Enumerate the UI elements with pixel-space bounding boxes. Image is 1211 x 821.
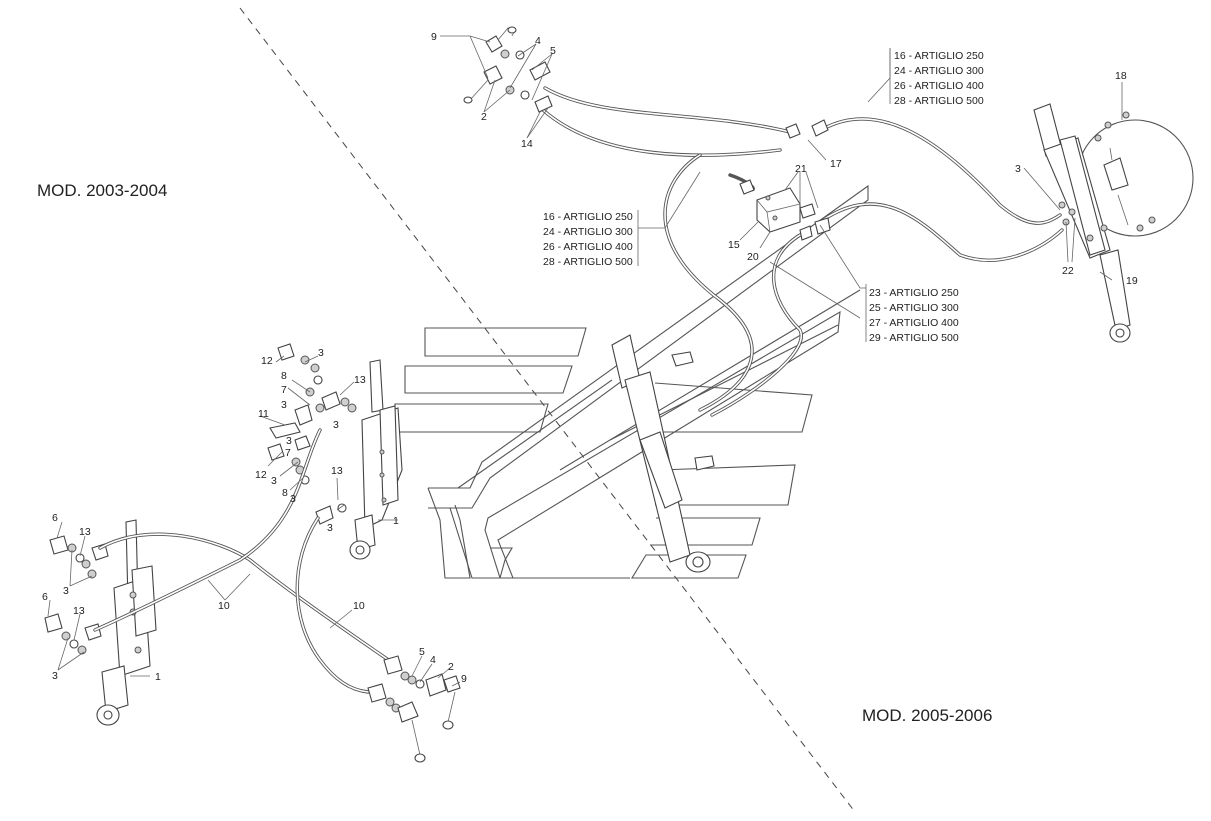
callout-17: 17 — [830, 158, 842, 170]
callout-3h: 3 — [63, 585, 69, 597]
callout-13c: 13 — [79, 526, 91, 538]
callout-3e: 3 — [290, 493, 296, 505]
legend-line: 26 - ARTIGLIO 400 — [894, 80, 984, 92]
callout-11: 11 — [258, 408, 269, 420]
top-hoses — [541, 86, 1064, 417]
callout-6a: 6 — [52, 512, 58, 524]
callout-20: 20 — [747, 251, 759, 263]
callout-12a: 12 — [261, 355, 273, 367]
callout-3d: 3 — [271, 475, 277, 487]
callout-1-middle: 1 — [393, 515, 399, 527]
callout-3-right: 3 — [1015, 163, 1021, 175]
distribution-block — [739, 119, 831, 241]
callout-3f: 3 — [333, 419, 339, 431]
callout-9-bottom: 9 — [461, 673, 467, 685]
callout-13a: 13 — [354, 374, 366, 386]
callout-1-left: 1 — [155, 671, 161, 683]
callout-3c: 3 — [286, 435, 292, 447]
callout-8a: 8 — [281, 370, 287, 382]
middle-fittings — [267, 343, 357, 525]
model-divider-line — [239, 7, 856, 813]
callout-4-bottom: 4 — [430, 654, 436, 666]
callout-13d: 13 — [73, 605, 85, 617]
bottom-fittings — [367, 655, 461, 763]
callout-21: 21 — [795, 163, 807, 175]
left-fittings — [44, 535, 109, 655]
callout-2: 2 — [481, 111, 487, 123]
legend-top-right: 16 - ARTIGLIO 250 24 - ARTIGLIO 300 26 -… — [889, 48, 984, 107]
legend-middle-right: 23 - ARTIGLIO 250 25 - ARTIGLIO 300 27 -… — [865, 284, 959, 344]
legend-line: 26 - ARTIGLIO 400 — [543, 241, 633, 253]
callout-19: 19 — [1126, 275, 1138, 287]
model-label-2005-2006: MOD. 2005-2006 — [862, 706, 992, 725]
callout-7a: 7 — [281, 384, 287, 396]
center-cylinder — [611, 334, 715, 573]
legend-line: 29 - ARTIGLIO 500 — [869, 332, 959, 344]
legend-line: 24 - ARTIGLIO 300 — [543, 226, 633, 238]
legend-line: 27 - ARTIGLIO 400 — [869, 317, 959, 329]
callout-3g: 3 — [327, 522, 333, 534]
callout-2-bottom: 2 — [448, 661, 454, 673]
callout-3i: 3 — [52, 670, 58, 682]
legend-line: 28 - ARTIGLIO 500 — [894, 95, 984, 107]
callout-12b: 12 — [255, 469, 267, 481]
legend-line: 16 - ARTIGLIO 250 — [894, 50, 984, 62]
legend-line: 23 - ARTIGLIO 250 — [869, 287, 959, 299]
callout-13b: 13 — [331, 465, 343, 477]
callout-5: 5 — [550, 45, 556, 57]
callout-7b: 7 — [285, 447, 291, 459]
callout-10a: 10 — [218, 600, 230, 612]
callout-8b: 8 — [282, 487, 288, 499]
leader-lines — [47, 35, 1123, 687]
callout-14: 14 — [521, 138, 533, 150]
callout-numbers: 9 4 5 2 14 17 21 15 20 18 3 22 19 12 3 8… — [42, 31, 1138, 685]
callout-4: 4 — [535, 35, 541, 47]
legend-line: 16 - ARTIGLIO 250 — [543, 211, 633, 223]
callout-9: 9 — [431, 31, 437, 43]
legend-middle-left: 16 - ARTIGLIO 250 24 - ARTIGLIO 300 26 -… — [543, 210, 639, 268]
legend-line: 24 - ARTIGLIO 300 — [894, 65, 984, 77]
callout-15: 15 — [728, 239, 740, 251]
middle-cylinder — [349, 359, 403, 560]
callout-3b: 3 — [281, 399, 287, 411]
left-cylinder — [96, 519, 157, 726]
callout-3a: 3 — [318, 347, 324, 359]
lower-hoses — [93, 428, 402, 694]
legend-line: 25 - ARTIGLIO 300 — [869, 302, 959, 314]
callout-10b: 10 — [353, 600, 365, 612]
model-label-2003-2004: MOD. 2003-2004 — [37, 181, 167, 200]
right-cylinder-assembly — [1033, 103, 1194, 343]
callout-6b: 6 — [42, 591, 48, 603]
callout-5-bottom: 5 — [419, 646, 425, 658]
callout-18: 18 — [1115, 70, 1127, 82]
legend-line: 28 - ARTIGLIO 500 — [543, 256, 633, 268]
callout-22: 22 — [1062, 265, 1074, 277]
